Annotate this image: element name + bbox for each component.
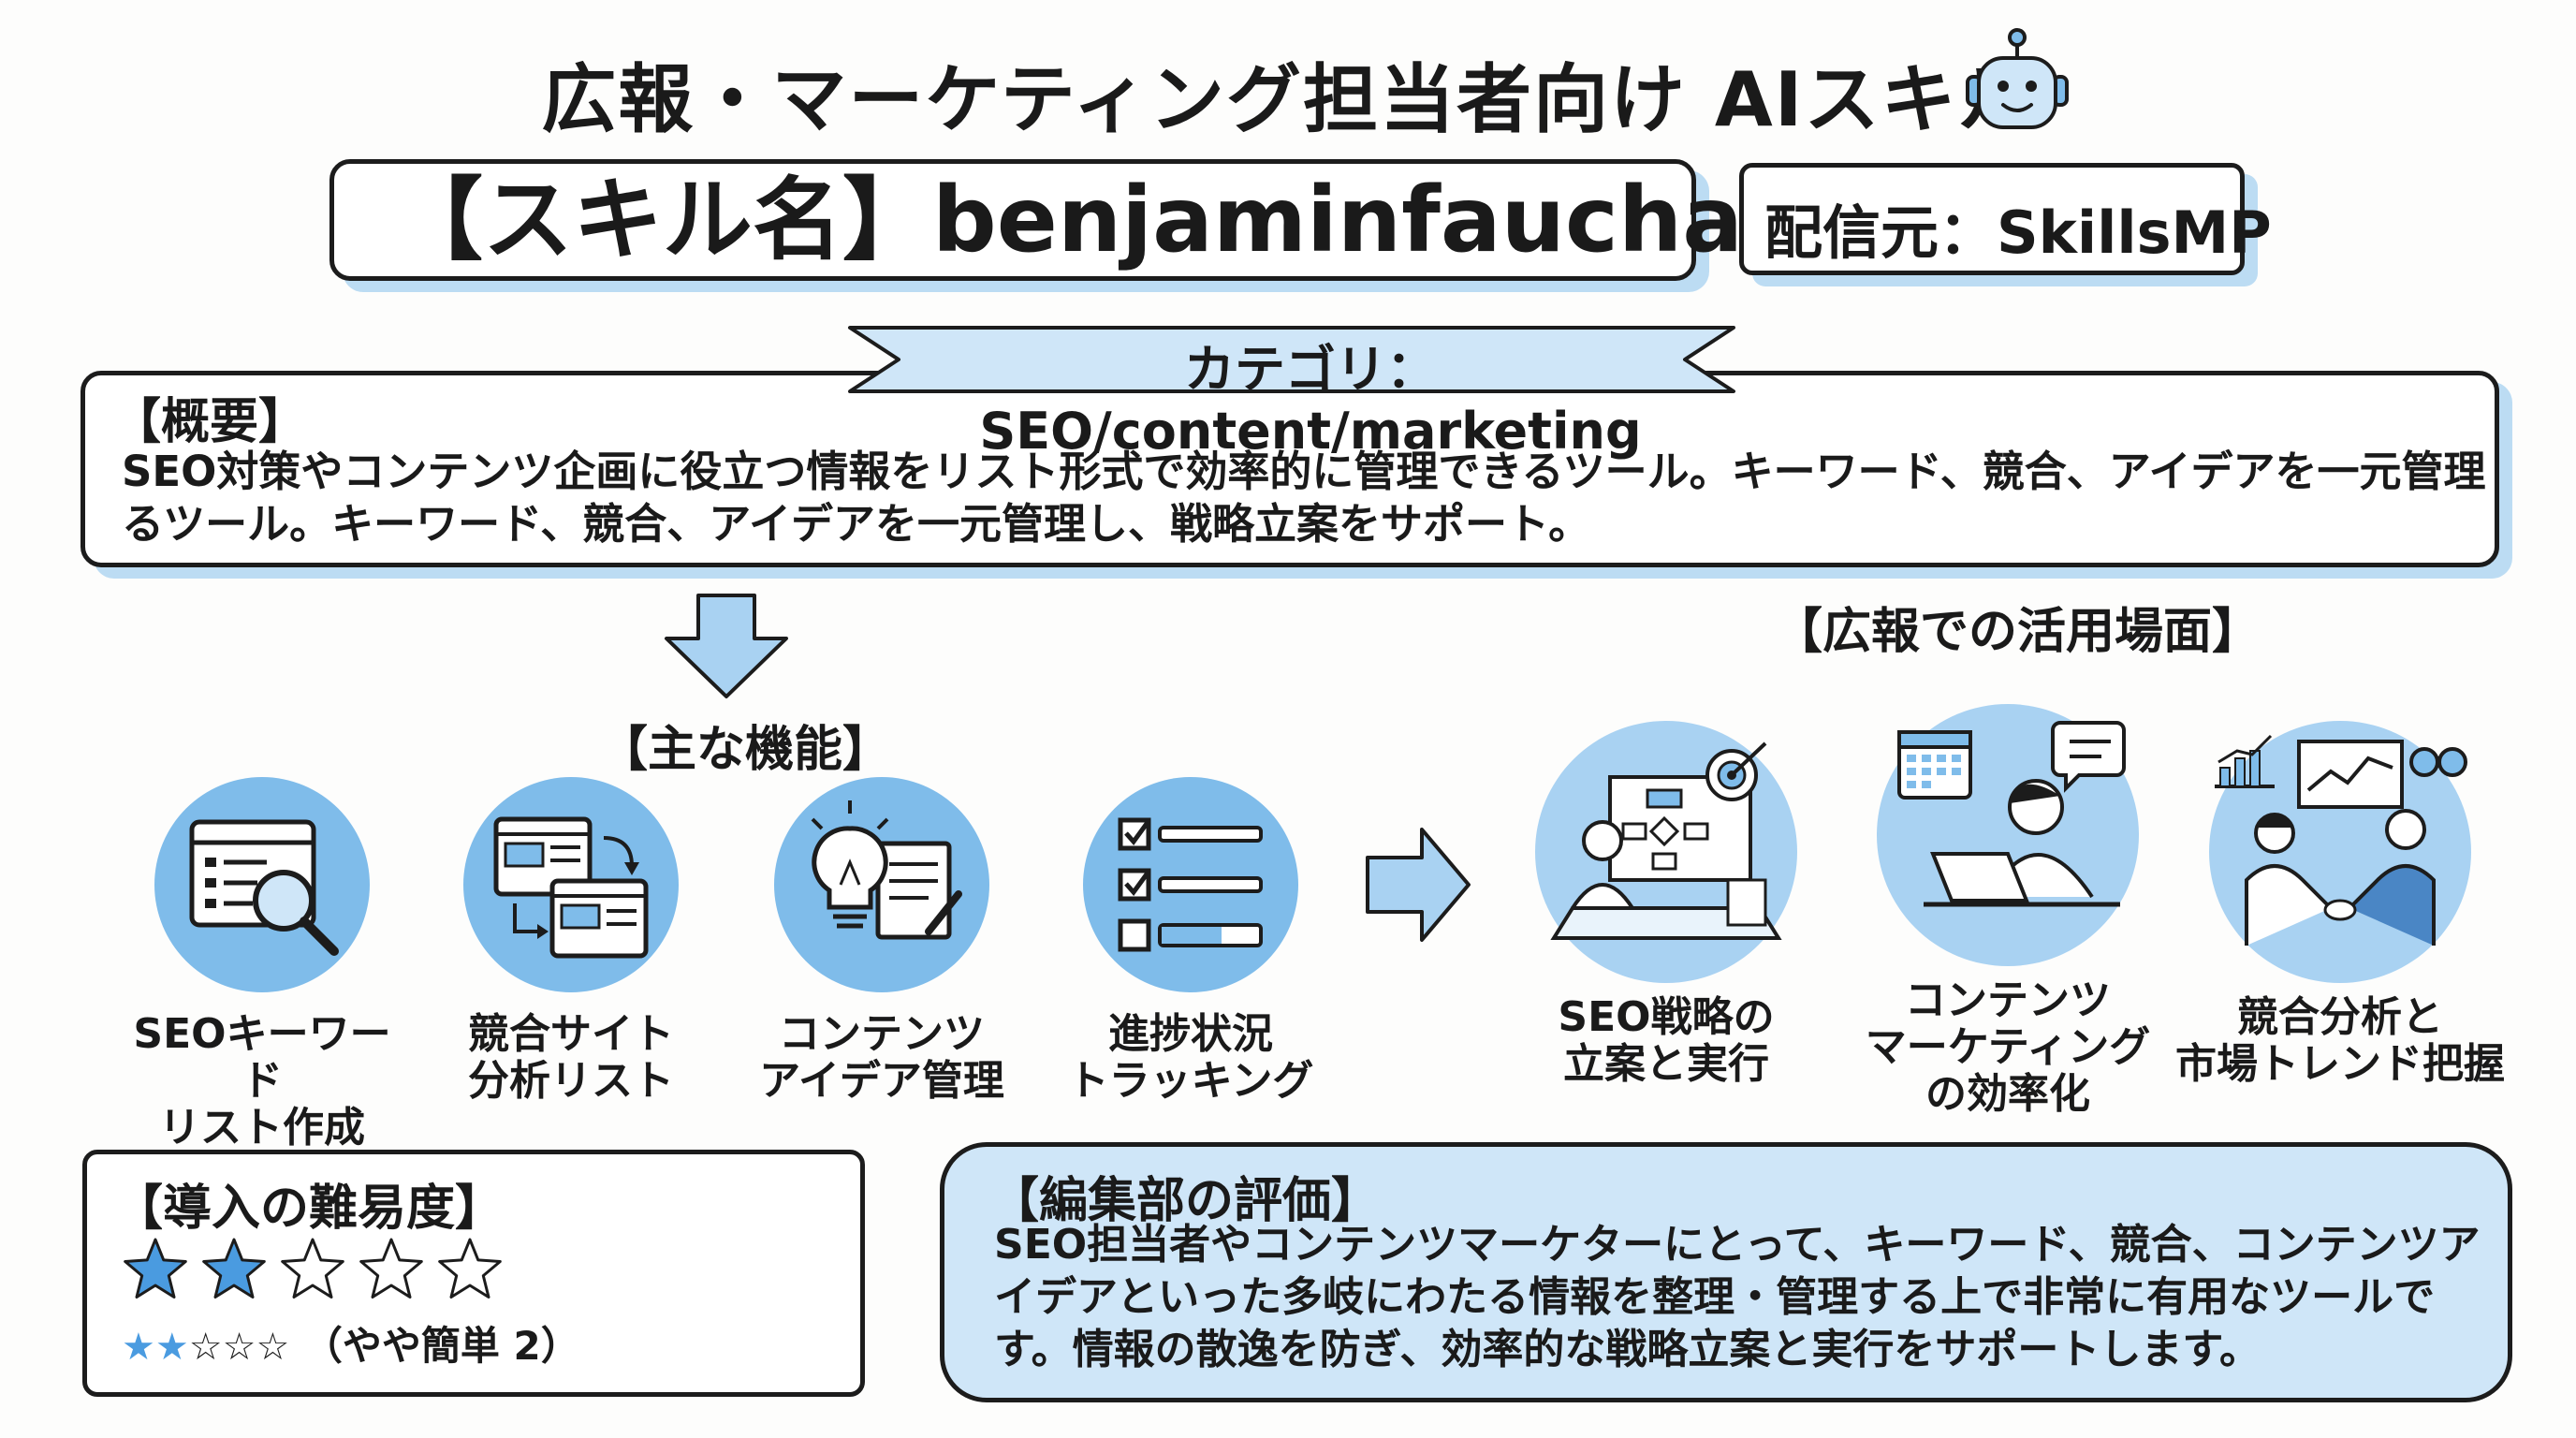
feature-label-line1: コンテンツ bbox=[779, 1010, 985, 1058]
competitor-pages-icon bbox=[493, 816, 649, 959]
star-empty-icon bbox=[281, 1238, 344, 1299]
feature-label: 競合サイト 分析リスト bbox=[431, 1011, 711, 1105]
overview-body: SEO対策やコンテンツ企画に役立つ情報をリスト形式で効率的に管理できるツール。キ… bbox=[122, 447, 2486, 549]
star-empty-icon bbox=[438, 1238, 502, 1299]
use-case-circle bbox=[2209, 721, 2471, 983]
feature-label-line1: SEOキーワード bbox=[133, 1010, 391, 1105]
source-label: 配信元：SkillsMP bbox=[1764, 198, 2272, 267]
use-case-label-line3: の効率化 bbox=[1925, 1070, 2090, 1118]
lightbulb-document-icon bbox=[811, 800, 962, 940]
star-filled-icon bbox=[124, 1238, 187, 1299]
star-filled-icon bbox=[202, 1238, 266, 1299]
use-cases-heading: 【広報での活用場面】 bbox=[1774, 604, 2261, 660]
skill-name: 【スキル名】benjaminfauchald bbox=[393, 168, 1838, 272]
feature-seo-keyword-list: SEOキーワード リスト作成 bbox=[122, 777, 402, 1152]
feature-circle bbox=[154, 777, 370, 992]
feature-circle bbox=[463, 777, 679, 992]
content-marketing-icon bbox=[1897, 721, 2126, 907]
category-label: カテゴリ：SEO/content/marketing bbox=[979, 340, 1642, 461]
down-arrow-icon bbox=[665, 594, 788, 698]
use-case-label-line2: マーケティング bbox=[1865, 1023, 2151, 1071]
feature-label-line2: リスト作成 bbox=[159, 1104, 365, 1152]
use-case-content-marketing: コンテンツ マーケティング の効率化 bbox=[1839, 704, 2176, 1118]
difficulty-heading: 【導入の難易度】 bbox=[114, 1181, 505, 1237]
robot-icon bbox=[1966, 28, 2069, 129]
review-heading: 【編集部の評価】 bbox=[990, 1173, 1381, 1229]
feature-circle bbox=[1083, 777, 1298, 992]
feature-label-line2: 分析リスト bbox=[468, 1057, 674, 1105]
feature-label-line2: トラッキング bbox=[1067, 1057, 1314, 1105]
use-case-label: 競合分析と 市場トレンド把握 bbox=[2172, 994, 2509, 1088]
review-box bbox=[940, 1142, 2512, 1402]
checklist-progress-icon bbox=[1118, 817, 1263, 952]
use-case-label: コンテンツ マーケティング の効率化 bbox=[1839, 977, 2176, 1118]
source-box bbox=[1739, 163, 2245, 275]
keyword-search-icon bbox=[189, 819, 339, 956]
use-case-label-line2: 市場トレンド把握 bbox=[2175, 1040, 2505, 1088]
feature-label: SEOキーワード リスト作成 bbox=[122, 1011, 402, 1152]
feature-progress-tracking: 進捗状況 トラッキング bbox=[1050, 777, 1331, 1105]
use-case-circle bbox=[1535, 721, 1797, 983]
right-arrow-icon bbox=[1366, 828, 1471, 942]
use-case-market-trend: 競合分析と 市場トレンド把握 bbox=[2172, 721, 2509, 1088]
use-case-seo-strategy: SEO戦略の 立案と実行 bbox=[1498, 721, 1835, 1088]
use-case-label: SEO戦略の 立案と実行 bbox=[1498, 994, 1835, 1088]
category-ribbon bbox=[848, 326, 1735, 393]
overview-box bbox=[80, 371, 2499, 567]
review-body: SEO担当者やコンテンツマーケターにとって、キーワード、競合、コンテンツアイデア… bbox=[994, 1221, 2481, 1373]
market-trend-handshake-icon bbox=[2215, 734, 2467, 946]
difficulty-summary: ★★☆☆☆ （やや簡単 2） bbox=[122, 1314, 580, 1372]
use-case-label-line1: 競合分析と bbox=[2237, 993, 2443, 1041]
page-title: 広報・マーケティング担当者向け AIスキル bbox=[541, 56, 2035, 143]
feature-label-line1: 進捗状況 bbox=[1108, 1010, 1273, 1058]
features-heading: 【主な機能】 bbox=[599, 722, 892, 778]
difficulty-small-stars: ★★☆☆☆ bbox=[122, 1326, 290, 1369]
use-case-label-line1: コンテンツ bbox=[1905, 976, 2111, 1024]
skill-name-box bbox=[329, 159, 1696, 281]
feature-content-ideas: コンテンツ アイデア管理 bbox=[741, 777, 1022, 1105]
overview-heading: 【概要】 bbox=[112, 394, 308, 450]
use-case-label-line1: SEO戦略の bbox=[1558, 993, 1775, 1041]
feature-label-line2: アイデア管理 bbox=[759, 1057, 1004, 1105]
feature-circle bbox=[774, 777, 989, 992]
star-empty-icon bbox=[359, 1238, 423, 1299]
feature-competitor-analysis: 競合サイト 分析リスト bbox=[431, 777, 711, 1105]
feature-label: コンテンツ アイデア管理 bbox=[741, 1011, 1022, 1105]
feature-label: 進捗状況 トラッキング bbox=[1050, 1011, 1331, 1105]
feature-label-line1: 競合サイト bbox=[468, 1010, 674, 1058]
difficulty-rating-stars bbox=[124, 1238, 502, 1299]
difficulty-text: （やや簡単 2） bbox=[302, 1323, 580, 1369]
use-case-label-line2: 立案と実行 bbox=[1563, 1040, 1769, 1088]
use-case-circle bbox=[1877, 704, 2139, 966]
strategy-planning-icon bbox=[1550, 741, 1782, 940]
